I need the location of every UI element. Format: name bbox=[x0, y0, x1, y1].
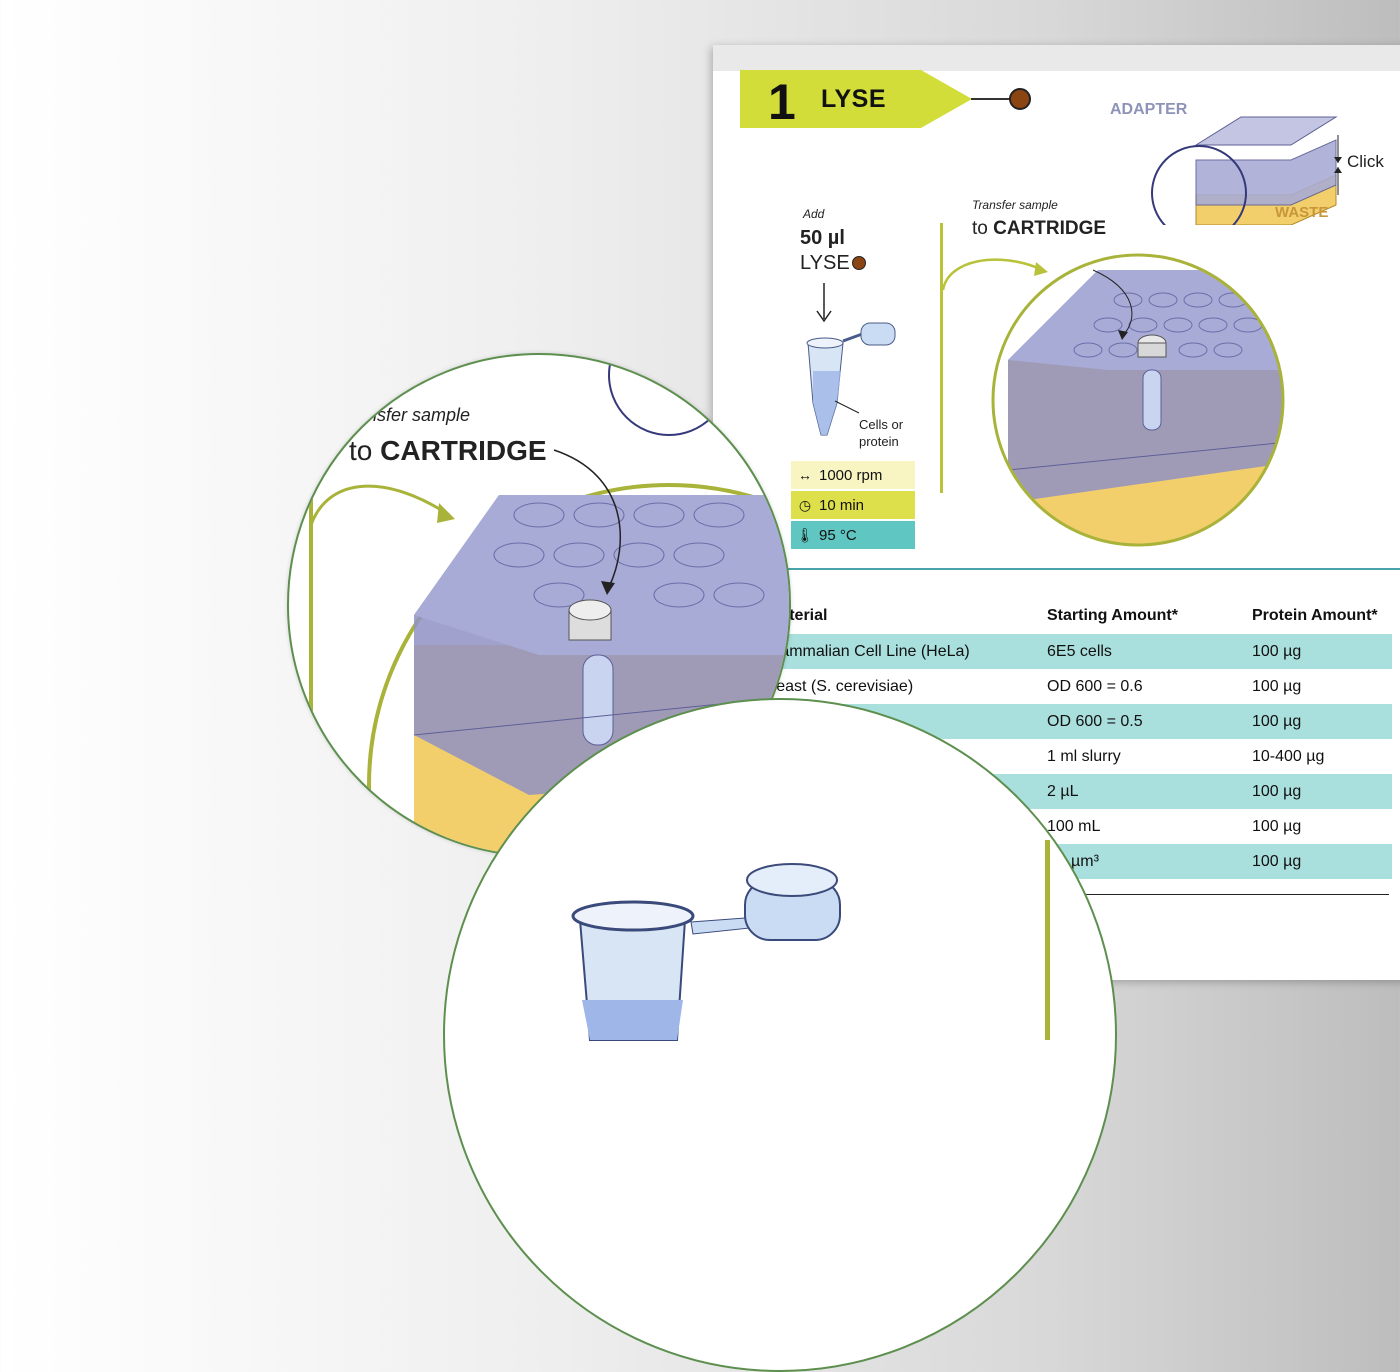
zoom-transfer-target-name: CARTRIDGE bbox=[380, 435, 547, 466]
step-number: 1 bbox=[768, 74, 796, 130]
cell-protein: 100 µg bbox=[1252, 844, 1392, 879]
table-row: Mammalian Cell Line (HeLa) 6E5 cells 100… bbox=[761, 634, 1392, 669]
zoom-transfer-target: to CARTRIDGE bbox=[349, 435, 547, 467]
cell-start: OD 600 = 0.6 bbox=[1047, 677, 1143, 695]
transfer-label: Transfer sample bbox=[972, 198, 1058, 212]
click-label: Click bbox=[1347, 152, 1384, 171]
add-volume: 50 µl bbox=[800, 227, 845, 249]
tube-caption-line2: protein bbox=[859, 434, 899, 449]
lyse-dot-icon bbox=[1009, 88, 1031, 110]
header-protein-amount: Protein Amount* bbox=[1252, 607, 1378, 624]
cell-start: 6E5 cells bbox=[1047, 634, 1252, 669]
cell-protein: 100 µg bbox=[1252, 817, 1302, 835]
section-separator bbox=[773, 568, 1400, 570]
page-top-strip bbox=[713, 45, 1400, 71]
transfer-target: to CARTRIDGE bbox=[972, 218, 1106, 240]
cell-start: 2 µL bbox=[1047, 774, 1252, 809]
cell-protein: 100 µg bbox=[1252, 774, 1392, 809]
adapter-label: ADAPTER bbox=[1110, 101, 1188, 118]
cell-protein: 10-400 µg bbox=[1252, 747, 1325, 765]
table-row: 1 ml slurry 10-400 µg bbox=[761, 739, 1392, 774]
cell-protein: 100 µg bbox=[1252, 677, 1302, 695]
thermometer-icon: 🌡 bbox=[796, 526, 814, 543]
adapter-waste-illustration bbox=[1151, 116, 1342, 225]
param-temperature: 🌡 95 °C bbox=[791, 521, 915, 549]
cell-start: 100 mL bbox=[1047, 817, 1101, 835]
reagent-dot-icon bbox=[852, 256, 866, 270]
divider-line bbox=[940, 223, 943, 493]
zoom-circle-cartridge: nsfer sample to CARTRIDGE bbox=[287, 353, 791, 857]
param-time-text: 10 min bbox=[819, 496, 865, 514]
incubation-parameters: ↔ 1000 rpm ◷ 10 min 🌡 95 °C bbox=[791, 461, 915, 551]
table-row: 100 mL 100 µg bbox=[761, 809, 1392, 844]
tube-caption: Cells or protein bbox=[859, 416, 903, 450]
step-header-banner bbox=[740, 70, 972, 128]
zoom-transfer-to: to bbox=[349, 435, 373, 466]
cell-protein: 100 µg bbox=[1252, 634, 1392, 669]
step-connector-line bbox=[971, 98, 1015, 100]
zoom-circle-tube bbox=[443, 698, 1117, 1372]
cell-start: E9 µm³ bbox=[1047, 844, 1252, 879]
param-time: ◷ 10 min bbox=[791, 491, 915, 519]
param-temp-text: 95 °C bbox=[819, 526, 857, 544]
header-material: Material bbox=[767, 607, 828, 624]
waste-label: WASTE bbox=[1275, 204, 1329, 221]
step-title: LYSE bbox=[821, 85, 887, 113]
clock-icon: ◷ bbox=[798, 496, 812, 513]
add-reagent: LYSE bbox=[800, 252, 850, 274]
table-bottom-rule bbox=[1013, 894, 1389, 895]
cell-start: 1 ml slurry bbox=[1047, 747, 1121, 765]
cell-start: OD 600 = 0.5 bbox=[1047, 704, 1252, 739]
param-speed: ↔ 1000 rpm bbox=[791, 461, 915, 489]
param-speed-text: 1000 rpm bbox=[819, 466, 883, 484]
cell-material: Yeast (S. cerevisiae) bbox=[767, 677, 914, 695]
transfer-to: to bbox=[972, 218, 988, 239]
header-starting-amount: Starting Amount* bbox=[1047, 607, 1178, 624]
cell-material: Mammalian Cell Line (HeLa) bbox=[761, 634, 1047, 669]
zoom-transfer-label: nsfer sample bbox=[367, 405, 471, 425]
add-label: Add bbox=[803, 207, 825, 221]
tube-caption-line1: Cells or bbox=[859, 417, 904, 432]
zoom-tube-illustration bbox=[571, 840, 1050, 1041]
transfer-target-name: CARTRIDGE bbox=[993, 218, 1107, 239]
tube-illustration bbox=[806, 283, 896, 436]
cell-protein: 100 µg bbox=[1252, 704, 1392, 739]
rpm-arrows-icon: ↔ bbox=[798, 467, 812, 483]
table-row: Yeast (S. cerevisiae) OD 600 = 0.6 100 µ… bbox=[761, 669, 1392, 704]
cartridge-illustration bbox=[941, 253, 1285, 547]
